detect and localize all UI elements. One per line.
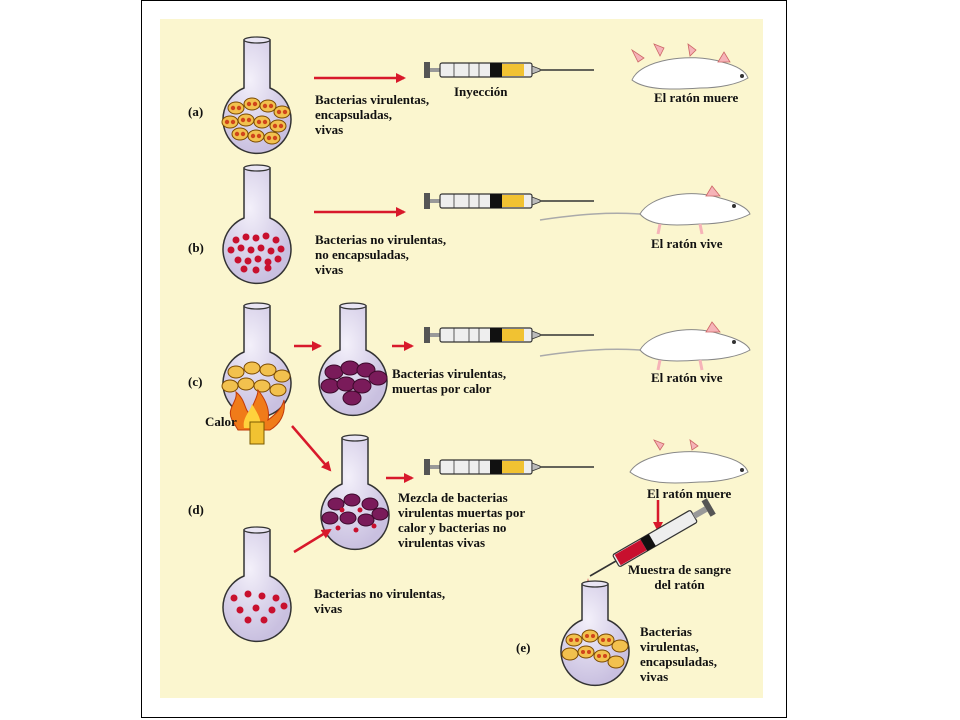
burner-icon <box>249 421 265 445</box>
syringe-b <box>423 192 595 210</box>
mouse-b-alive <box>539 185 751 235</box>
label-c-desc: Bacterias virulentas, muertas por calor <box>392 366 507 396</box>
syringe-c <box>423 326 595 344</box>
syringe-a <box>423 61 595 79</box>
syringe-d <box>423 458 595 476</box>
label-d-result: El ratón muere <box>647 486 732 501</box>
flask-c-dead <box>318 302 388 417</box>
row-letter-b: (b) <box>188 240 204 255</box>
label-d-bottom: Bacterias no virulentas, vivas <box>314 586 446 616</box>
flask-b <box>222 164 292 285</box>
flask-d-mix <box>320 434 390 551</box>
arrow-d2 <box>293 528 332 554</box>
flask-d-bottom <box>222 526 292 643</box>
label-a-result: El ratón muere <box>654 90 739 105</box>
label-b-desc: Bacterias no virulentas, no encapsuladas… <box>315 232 447 277</box>
arrow-d1 <box>291 425 332 472</box>
flask-c-heated <box>221 302 292 419</box>
flask-e <box>560 580 630 687</box>
blood-syringe <box>589 498 716 577</box>
mouse-d-dead <box>629 439 749 484</box>
mouse-c-alive <box>539 321 751 371</box>
row-letter-c: (c) <box>188 374 203 389</box>
row-letter-a: (a) <box>188 104 204 119</box>
row-letter-d: (d) <box>188 502 204 517</box>
label-blood-sample: Muestra de sangre del ratón <box>628 562 732 592</box>
mouse-a-dead <box>630 43 749 90</box>
label-injection: Inyección <box>454 84 508 99</box>
label-b-result: El ratón vive <box>651 236 723 251</box>
label-e-desc: Bacterias virulentas, encapsuladas, viva… <box>640 624 717 684</box>
row-letter-e: (e) <box>516 640 531 655</box>
label-heat: Calor <box>205 414 237 429</box>
label-c-result: El ratón vive <box>651 370 723 385</box>
label-a-desc: Bacterias virulentas, encapsuladas, viva… <box>315 92 430 137</box>
flask-a <box>221 36 292 155</box>
label-d-mix: Mezcla de bacterias virulentas muertas p… <box>398 490 526 550</box>
